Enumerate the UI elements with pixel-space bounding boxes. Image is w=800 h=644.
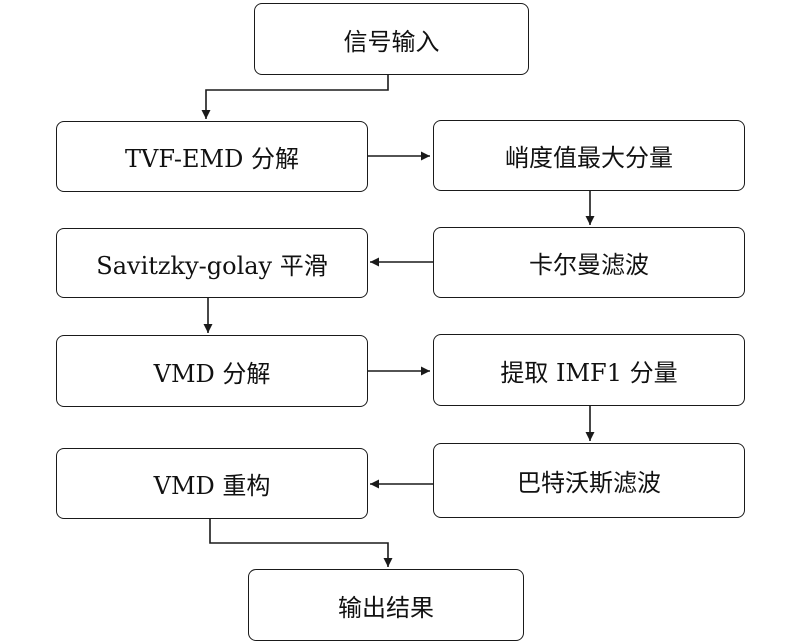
node-savitzky-golay-smoothing: Savitzky-golay 平滑 (56, 228, 368, 298)
arrow-reconstruct-to-output (209, 518, 393, 567)
node-tvf-emd-decomposition: TVF-EMD 分解 (56, 121, 368, 192)
node-vmd-decomposition: VMD 分解 (56, 335, 368, 407)
node-kalman-filter: 卡尔曼滤波 (433, 227, 745, 298)
node-signal-input: 信号输入 (254, 3, 529, 75)
node-output-result: 输出结果 (248, 569, 524, 641)
node-vmd-reconstruction: VMD 重构 (56, 448, 368, 519)
arrow-input-to-tvfemd (201, 74, 389, 119)
node-max-kurtosis-component: 峭度值最大分量 (433, 120, 745, 191)
node-extract-imf1-component: 提取 IMF1 分量 (433, 334, 745, 406)
node-butterworth-filter: 巴特沃斯滤波 (433, 443, 745, 518)
